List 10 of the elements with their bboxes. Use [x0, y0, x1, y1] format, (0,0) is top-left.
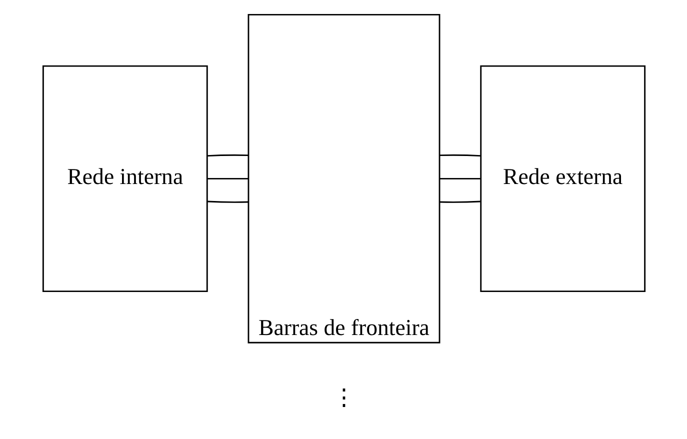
- connector: [439, 177, 480, 179]
- label: ⋮: [332, 384, 355, 410]
- connector: [207, 154, 248, 156]
- connector: [207, 200, 248, 202]
- node-box: Rede interna: [42, 64, 208, 292]
- connector: [439, 200, 480, 202]
- connector: [439, 154, 480, 156]
- node-box: Rede externa: [480, 64, 646, 292]
- connector: [207, 177, 248, 179]
- node-box: Barras de fronteira: [247, 14, 440, 343]
